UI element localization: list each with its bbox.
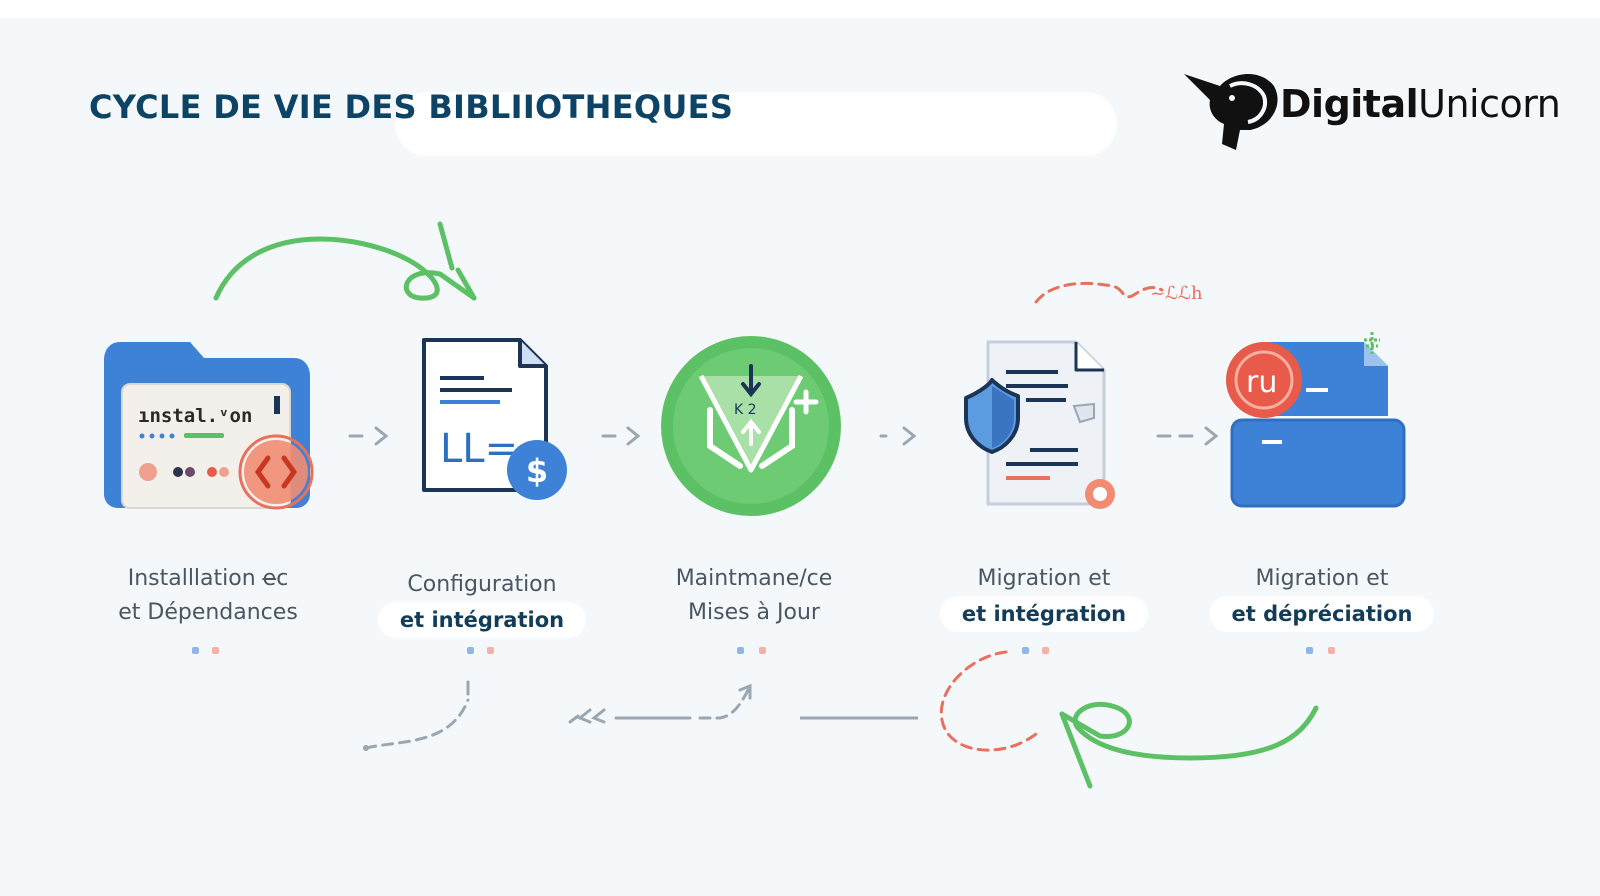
digital-unicorn-logo: DigitalUnicorn: [1180, 64, 1590, 154]
config-icon-text: LL=: [440, 426, 518, 472]
step-4-line1: Migration et: [977, 566, 1111, 591]
step-3-line2: Mises à Jour: [688, 600, 820, 625]
step-4-dots: [1022, 647, 1062, 655]
step-5-line1: Migration et: [1255, 566, 1389, 591]
title-highlight: [395, 92, 1117, 156]
step-3-label: Maintmane/ce Mises à Jour: [624, 562, 884, 630]
step-5-line2: et dépréciation: [1209, 596, 1435, 632]
unicorn-head-icon: [1184, 73, 1278, 150]
server-drive-icon: ru: [1226, 332, 1406, 508]
step-5-label: Migration et et dépréciation: [1192, 562, 1452, 632]
step-4-label: Migration et et intégration: [914, 562, 1174, 632]
document-shield-icon: [964, 340, 1115, 509]
green-maintenance-icon: K 2: [661, 336, 841, 516]
step-3-dots: [737, 647, 777, 655]
page-title: CYCLE DE VIE DES BIBLIIOTHEQUES: [89, 88, 734, 126]
lower-dashed-connector-1: [363, 680, 470, 751]
step-4-line2: et intégration: [939, 596, 1149, 632]
document-dollar-icon: LL= $: [422, 338, 567, 500]
step-2-line2: et intégration: [377, 602, 587, 638]
coral-dashed-loop: [939, 650, 1038, 752]
folder-code-icon: ınstal.ᵛon: [104, 342, 314, 510]
top-band: [0, 0, 1600, 18]
step-2-label: Configuration et intégration: [352, 568, 612, 638]
server-icon-text: ru: [1246, 365, 1277, 400]
step-connectors: [348, 426, 1219, 446]
step-2-line1: Configuration: [407, 572, 557, 597]
scribble-text: ~ℒℒh: [1150, 283, 1203, 304]
svg-text:$: $: [526, 452, 548, 490]
step-1-line2: et Dépendances: [118, 600, 298, 625]
step-1-dots: [192, 647, 232, 655]
bottom-green-return-arrow: [1059, 701, 1319, 789]
lower-dashed-connector-2: [568, 683, 752, 724]
install-icon-text: ınstal.ᵛon: [138, 405, 252, 427]
step-1-line1: Installlation e̶c: [127, 566, 289, 591]
step-2-dots: [467, 647, 507, 655]
step-3-line1: Maintmane/ce: [675, 566, 833, 591]
step-1-label: Installlation e̶c et Dépendances: [78, 562, 338, 630]
top-cycle-arrow: [213, 221, 477, 301]
maint-icon-text: K 2: [734, 402, 757, 418]
step-5-dots: [1306, 647, 1346, 655]
coral-dashed-scribble: ~ℒℒh: [1034, 281, 1203, 304]
logo-wordmark: DigitalUnicorn: [1280, 82, 1561, 126]
